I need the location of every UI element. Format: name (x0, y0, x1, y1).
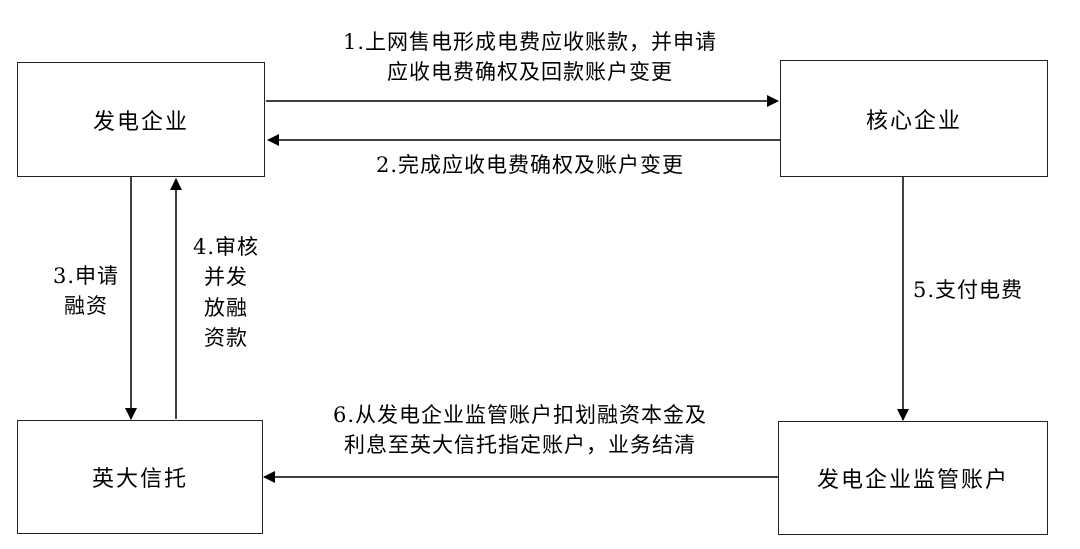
node-supervision-account-label: 发电企业监管账户 (816, 468, 1009, 493)
node-trust-label: 英大信托 (91, 467, 188, 492)
node-supervision-account: 发电企业监管账户 (778, 421, 1048, 535)
node-core-company: 核心企业 (780, 60, 1048, 177)
edge-label-3: 3.申请 融资 (52, 264, 120, 319)
node-power-company-label: 发电企业 (92, 109, 189, 135)
edge-label-2: 2.完成应收电费确权及账户变更 (375, 153, 685, 177)
edge-label-1: 1.上网售电形成电费应收账款，并申请 应收电费确权及回款账户变更 (342, 30, 718, 85)
edge-label-5: 5.支付电费 (913, 278, 1024, 302)
node-core-company-label: 核心企业 (865, 108, 962, 134)
node-power-company: 发电企业 (17, 62, 265, 177)
edge-label-6: 6.从发电企业监管账户扣划融资本金及 利息至英大信托指定账户，业务结清 (332, 403, 708, 458)
node-trust: 英大信托 (17, 420, 263, 534)
edge-label-4: 4.审核 并发 放融 资款 (192, 235, 260, 351)
